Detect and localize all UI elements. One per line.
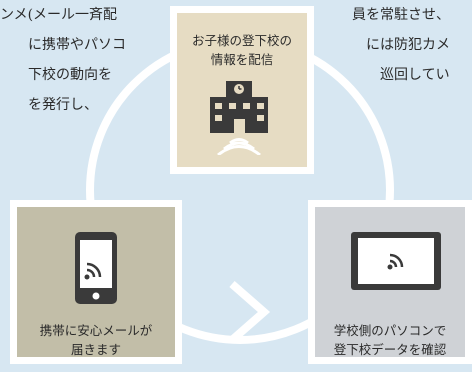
tablet-icon (351, 232, 441, 290)
cycle-arrow-icon (229, 280, 271, 344)
card-distribute-info-label: お子様の登下校の 情報を配信 (191, 33, 292, 67)
card-mobile-mail-label: 携帯に安心メールが 届きます (39, 323, 153, 357)
card-distribute-info: お子様の登下校の 情報を配信 (170, 6, 314, 174)
card-pc-check: 学校側のパソコンで 登下校データを確認 (308, 200, 472, 364)
card-mobile-mail: 携帯に安心メールが 届きます (10, 200, 182, 364)
card-pc-check-label: 学校側のパソコンで 登下校データを確認 (333, 323, 447, 357)
intro-text-right: 員を常駐させ、 には防犯カメ 巡回してい (352, 7, 450, 83)
smartphone-icon (75, 232, 117, 304)
school-building-icon (210, 81, 268, 155)
intro-text-left: ンメ(メール一斉配 に携帯やパソコ 下校の動向を を発行し、 (0, 7, 126, 113)
